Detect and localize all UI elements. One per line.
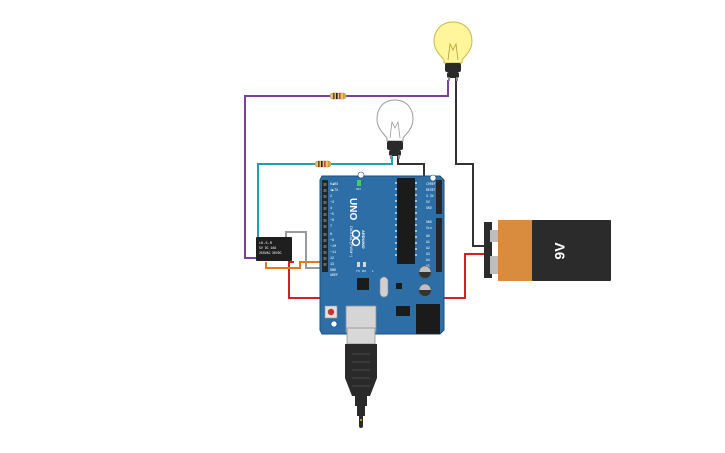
pin-label: 5V <box>426 200 430 204</box>
pin-label: 1▶TX <box>330 189 338 193</box>
reset-button[interactable] <box>324 305 338 319</box>
pin-label: 4 <box>330 207 332 211</box>
pin-label: 7 <box>330 225 332 229</box>
usb-chip <box>357 278 369 290</box>
battery-terminal-negative[interactable] <box>490 256 498 274</box>
pin-label: ~5 <box>330 213 334 217</box>
light-bulb-lit[interactable] <box>433 21 473 81</box>
mounting-hole <box>357 171 365 179</box>
battery-9v[interactable]: 9V <box>484 220 611 281</box>
pin-label: A1 <box>426 240 430 244</box>
pin-label: ~9 <box>330 239 334 243</box>
rx-led-icon <box>363 262 366 267</box>
relay-line-4: 30VDC <box>272 251 282 255</box>
pin-label: 2 <box>330 195 332 199</box>
voltage-regulator <box>396 306 410 316</box>
resistor-top[interactable] <box>329 92 347 100</box>
pin-label: GND <box>426 220 432 224</box>
pin-label: 13 <box>330 263 334 267</box>
microcontroller-chip <box>397 178 415 264</box>
wire-black-middle-bulb[interactable] <box>397 156 425 178</box>
capacitor-icon <box>418 265 432 279</box>
mounting-hole <box>429 174 437 182</box>
power-header-top[interactable] <box>436 180 442 214</box>
capacitor-icon <box>418 283 432 297</box>
resistor-middle[interactable] <box>314 160 332 168</box>
pin-label: GND <box>426 206 432 210</box>
pin-label: 8 <box>330 233 332 237</box>
battery-terminal-positive[interactable] <box>490 230 498 242</box>
pin-label: ~6 <box>330 219 334 223</box>
on-label: ON <box>356 187 361 191</box>
pin-label: IOREF <box>426 182 436 186</box>
wire-orange[interactable] <box>265 261 322 269</box>
pin-label: A0 <box>426 234 430 238</box>
pin-label: ~10 <box>330 245 336 249</box>
on-led-icon <box>357 180 361 186</box>
dc-power-jack[interactable] <box>416 304 440 334</box>
uno-label: UNO <box>347 198 358 220</box>
relay-line-2: 5V DC 10A <box>259 246 276 250</box>
pin-label: 12 <box>330 257 334 261</box>
pin-label: GND <box>330 269 336 273</box>
arduino-brand: ARDUINO <box>361 230 366 249</box>
digital-label: DIGITAL (PWM~) <box>349 226 354 258</box>
wire-black-top-bulb[interactable] <box>455 78 486 247</box>
pin-label: ~11 <box>330 251 336 255</box>
arduino-logo-icon <box>351 229 361 247</box>
pin-label: AREF <box>330 274 338 278</box>
relay[interactable]: LK-5-R 5V DC 10A 250VAC 30VDC <box>256 237 292 261</box>
pin-label: A3 <box>426 252 430 256</box>
light-bulb-unlit[interactable] <box>376 99 414 159</box>
pin-label: ~3 <box>330 201 334 205</box>
pin-label: A4 <box>426 258 430 262</box>
pin-label: RESET <box>426 188 436 192</box>
crystal-oscillator <box>379 276 389 298</box>
usb-cable[interactable] <box>345 327 377 428</box>
pin-label: 3.3V <box>426 194 434 198</box>
tx-led-icon <box>357 262 360 267</box>
pin-label: A5 <box>426 264 430 268</box>
pin-label: Vin <box>426 226 432 230</box>
pin-label: 0◀RX <box>330 183 338 187</box>
wire-purple[interactable] <box>244 80 449 259</box>
power-analog-header[interactable] <box>436 218 442 272</box>
battery-clip <box>484 222 492 278</box>
mounting-hole <box>330 320 338 328</box>
rx-label: RX <box>362 269 366 273</box>
pin-label: A2 <box>426 246 430 250</box>
small-chip <box>396 283 402 289</box>
wire-gray[interactable] <box>285 231 322 269</box>
battery-label: 9V <box>552 242 568 260</box>
tx-label: TX <box>356 269 360 273</box>
arduino-uno[interactable]: 0◀RX 1▶TX 2 ~3 4 ~5 ~6 7 8 ~9 ~10 ~11 12… <box>319 171 445 335</box>
relay-line-3: 250VAC <box>259 251 271 255</box>
l-label: L <box>372 269 374 273</box>
relay-line-1: LK-5-R <box>259 242 273 246</box>
